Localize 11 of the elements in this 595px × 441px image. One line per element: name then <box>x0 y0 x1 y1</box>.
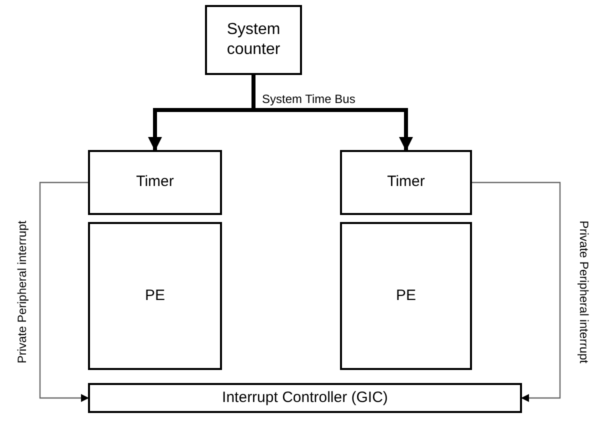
component-box: Timer <box>88 150 222 215</box>
arrow <box>472 182 561 402</box>
component-box: Timer <box>340 150 472 215</box>
component-box: PE <box>88 222 222 370</box>
counter-box: System counter <box>205 5 302 75</box>
component-box: PE <box>340 222 472 370</box>
arrow <box>39 182 89 402</box>
edge-label: Private Peripheral interrupt <box>16 220 28 364</box>
edge-label: Private Peripheral interrupt <box>578 220 590 364</box>
component-box: Interrupt Controller (GIC) <box>88 383 522 413</box>
edge-label: System Time Bus <box>262 93 356 105</box>
